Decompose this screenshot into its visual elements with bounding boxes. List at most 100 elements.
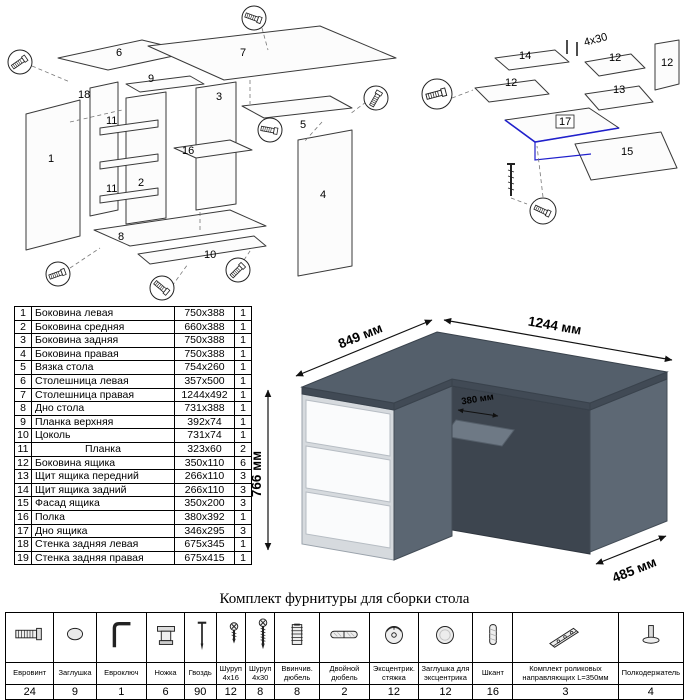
part-qty: 1 — [234, 509, 252, 525]
leader-lines — [451, 89, 544, 205]
dim-line-849 — [295, 319, 433, 377]
drawer-part-labels: 14 12 12 12 13 17 15 4х30 — [505, 31, 673, 158]
part-qty: 6 — [234, 455, 252, 471]
part-name: Боковина задняя — [31, 333, 175, 348]
part-label: 6 — [116, 47, 122, 59]
exploded-desk-diagram: 6 7 18 9 3 1 2 11 11 16 5 8 10 4 — [7, 5, 397, 301]
part-qty: 1 — [234, 346, 252, 362]
part-qty: 1 — [234, 550, 252, 566]
part-label: 17 — [559, 116, 571, 128]
part-label: 1 — [48, 153, 54, 165]
part-qty: 1 — [234, 333, 252, 348]
dim-label-849: 849 мм — [336, 320, 385, 351]
fastener-callout — [529, 197, 557, 225]
part-size: 754x260 — [174, 360, 235, 375]
part-qty: 3 — [234, 496, 252, 511]
hardware-qty: 9 — [53, 684, 97, 700]
part-label: 12 — [505, 77, 517, 89]
part-size: 266x110 — [174, 482, 235, 498]
rail-11b — [99, 153, 159, 170]
label-box — [555, 114, 575, 129]
part-size: 675x345 — [174, 537, 235, 552]
part-qty: 1 — [234, 319, 252, 335]
part-size: 357x500 — [174, 373, 235, 389]
part-num: 10 — [14, 428, 32, 443]
hardware-table: Евровинт Заглушка Евроключ Ножка Гвоздь … — [4, 612, 685, 700]
fastener-callout — [421, 78, 453, 110]
panel-8 — [93, 209, 267, 247]
hardware-qty: 1 — [95, 684, 148, 700]
fastener-callouts — [7, 5, 389, 301]
panel-10 — [137, 235, 267, 265]
part-qty: 3 — [234, 482, 252, 498]
part-label: 7 — [240, 47, 246, 59]
part-label: 3 — [216, 91, 222, 103]
part-size: 675x415 — [174, 550, 235, 566]
fastener-callout — [45, 261, 71, 287]
part-size: 750x388 — [174, 306, 235, 321]
panel-18 — [89, 81, 119, 217]
hardware-name: Шкант — [472, 662, 514, 685]
part-name: Вязка стола — [31, 360, 175, 375]
dim-line-485 — [595, 535, 667, 565]
part-num: 1 — [14, 306, 32, 321]
part-qty: 3 — [234, 469, 252, 484]
part-name: Планка — [31, 441, 175, 457]
part-name: Столешница левая — [31, 373, 175, 389]
part-label: 2 — [138, 177, 144, 189]
part-num: 2 — [14, 319, 32, 335]
desktop-edge — [301, 371, 668, 411]
part-label: 9 — [148, 73, 154, 85]
rail-11a — [99, 119, 159, 136]
part-size: 350x110 — [174, 455, 235, 471]
panel-4 — [297, 129, 353, 277]
hardware-name: Заглушка для эксцентрика — [417, 662, 474, 685]
fastener-callout — [241, 5, 267, 31]
hardware-name: Двойной дюбель — [318, 662, 371, 685]
part-num: 4 — [14, 346, 32, 362]
drawer-fastener-callouts — [421, 78, 557, 225]
panel-5 — [241, 95, 353, 119]
part-size: 750x388 — [174, 333, 235, 348]
part-name: Стенка задняя правая — [31, 550, 175, 566]
part-label: 11 — [106, 115, 117, 127]
hardware-name: Ввинчив. дюбель — [274, 662, 320, 685]
dim-label-766: 766 мм — [252, 451, 264, 497]
part-qty: 1 — [234, 537, 252, 552]
part-qty: 1 — [234, 360, 252, 375]
hardware-name: Эксцентрик. стяжка — [369, 662, 419, 685]
part-num: 19 — [14, 550, 32, 566]
fastener-callout — [363, 85, 389, 111]
screw-icon — [244, 612, 276, 663]
part-name: Боковина ящика — [31, 455, 175, 471]
part-label: 4 — [320, 189, 326, 201]
cam-cap-icon — [417, 612, 474, 663]
part-num: 11 — [14, 441, 32, 457]
dim-label-380: 380 мм — [461, 392, 495, 408]
hardware-qty: 3 — [512, 684, 619, 700]
desktop-surface — [300, 331, 669, 404]
desk-interior — [451, 385, 591, 555]
hardware-qty: 4 — [617, 684, 685, 700]
part-name: Столешница правая — [31, 387, 175, 403]
hardware-name: Шуруп 4х30 — [244, 662, 276, 685]
part-size: 750x388 — [174, 346, 235, 362]
part-label: 15 — [621, 146, 633, 158]
hardware-qty: 24 — [4, 684, 55, 700]
hardware-name: Ножка — [146, 662, 185, 685]
part-qty: 3 — [234, 523, 252, 539]
loose-screws — [507, 40, 578, 196]
panel-7 — [147, 25, 397, 81]
part-label: 5 — [300, 119, 306, 131]
part-num: 6 — [14, 373, 32, 389]
drawer-front — [305, 445, 391, 503]
part-qty: 1 — [234, 414, 252, 430]
panel-14 — [494, 49, 570, 71]
part-size: 266x110 — [174, 469, 235, 484]
